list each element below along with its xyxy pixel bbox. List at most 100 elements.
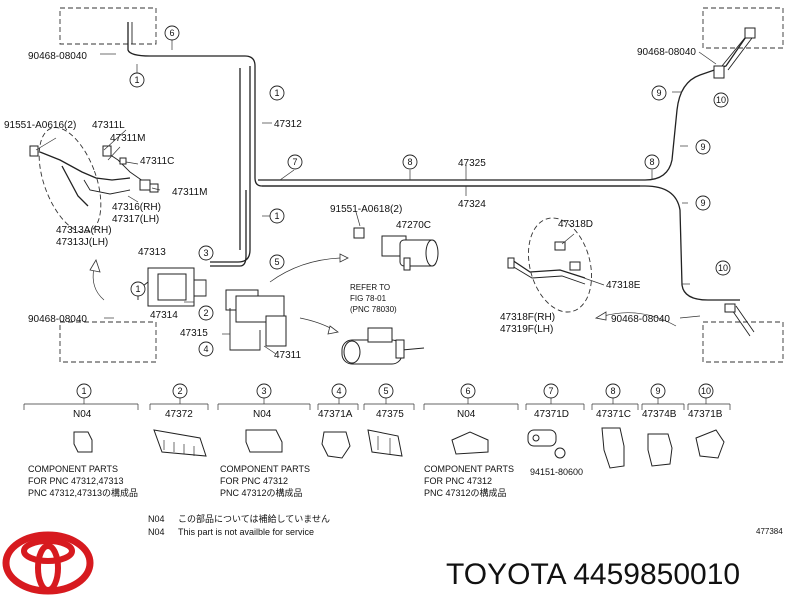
svg-text:N04: N04 <box>148 527 165 537</box>
callout-5: 5 <box>269 254 285 270</box>
svg-text:9: 9 <box>655 386 660 396</box>
svg-text:6: 6 <box>465 386 470 396</box>
svg-text:8: 8 <box>610 386 615 396</box>
legend-item-3: 3 N04 COMPONENT PARTS FOR PNC 47312 PNC … <box>220 383 310 498</box>
refer-pnc-label: (PNC 78030) <box>350 305 397 314</box>
callout-2: 2 <box>198 305 214 321</box>
legend-item-7: 7 47371D 94151-80600 <box>527 383 583 477</box>
legend-item-10: 10 47371B <box>688 383 725 459</box>
label-47311c: 47311C <box>140 156 174 167</box>
svg-text:N04: N04 <box>253 409 272 420</box>
legend-item-5: 5 47375 <box>367 383 404 457</box>
label-47315: 47315 <box>180 328 208 339</box>
svg-text:47375: 47375 <box>376 409 404 420</box>
right-fittings <box>713 27 756 337</box>
svg-text:47371A: 47371A <box>318 409 353 420</box>
callout-1: 1 <box>269 208 285 224</box>
label-90468-bottom-left: 90468-08040 <box>28 314 87 325</box>
svg-text:8: 8 <box>407 157 412 167</box>
svg-text:PNC 47312,47313の構成品: PNC 47312,47313の構成品 <box>28 487 138 498</box>
svg-text:PNC 47312の構成品: PNC 47312の構成品 <box>220 487 303 498</box>
bottom-left-detail-box <box>59 321 157 363</box>
svg-text:4: 4 <box>203 344 208 354</box>
callout-8: 8 <box>644 154 660 170</box>
label-90468-bottom-right: 90468-08040 <box>611 314 670 325</box>
label-90468-top-left: 90468-08040 <box>28 51 87 62</box>
flex-hose-47270c <box>353 227 439 271</box>
legend-item-4: 4 47371A <box>318 383 353 459</box>
legend-item-2: 2 47372 <box>153 383 207 457</box>
figure-number: 477384 <box>756 527 783 536</box>
svg-text:6: 6 <box>169 28 174 38</box>
svg-text:この部品については補給していません: この部品については補給していません <box>178 513 330 524</box>
svg-text:5: 5 <box>274 257 279 267</box>
svg-text:This part is not availble for: This part is not availble for service <box>178 527 314 537</box>
callout-3: 3 <box>198 245 214 261</box>
label-90468-top-right: 90468-08040 <box>637 47 696 58</box>
label-47318f: 47318F(RH) <box>500 312 555 323</box>
label-47325: 47325 <box>458 158 486 169</box>
legend-item-1: 1 N04 COMPONENT PARTS FOR PNC 47312,4731… <box>28 383 138 498</box>
svg-text:FOR PNC 47312: FOR PNC 47312 <box>220 476 288 486</box>
top-right-detail-box <box>702 7 784 49</box>
svg-text:2: 2 <box>177 386 182 396</box>
svg-text:4: 4 <box>336 386 341 396</box>
label-47311m-b: 47311M <box>172 187 207 198</box>
label-91551-a0618: 91551-A0618(2) <box>330 204 402 215</box>
svg-text:9: 9 <box>700 198 705 208</box>
svg-text:COMPONENT PARTS: COMPONENT PARTS <box>424 464 514 474</box>
callout-10: 10 <box>713 92 729 108</box>
label-47316: 47316(RH) <box>112 202 161 213</box>
svg-text:10: 10 <box>716 95 726 105</box>
svg-text:COMPONENT PARTS: COMPONENT PARTS <box>220 464 310 474</box>
callout-8: 8 <box>402 154 418 170</box>
svg-text:1: 1 <box>134 75 139 85</box>
svg-text:47371B: 47371B <box>688 409 723 420</box>
label-47318d: 47318D <box>558 219 593 230</box>
right-rear-tubes <box>507 217 592 313</box>
label-47313: 47313 <box>138 247 166 258</box>
label-47311l: 47311L <box>92 120 125 131</box>
callout-1: 1 <box>269 85 285 101</box>
top-left-detail-box <box>59 7 157 45</box>
label-47270c: 47270C <box>396 220 431 231</box>
label-47324: 47324 <box>458 199 486 210</box>
svg-text:10: 10 <box>701 386 711 396</box>
label-47311m-a: 47311M <box>110 133 145 144</box>
legend-item-9: 9 47374B <box>642 383 677 467</box>
label-47312: 47312 <box>274 119 302 130</box>
callout-1: 1 <box>130 281 146 297</box>
svg-text:9: 9 <box>700 142 705 152</box>
callout-9: 9 <box>695 195 711 211</box>
svg-text:N04: N04 <box>148 514 165 524</box>
brand-part-number: TOYOTA 4459850010 <box>446 558 740 591</box>
svg-text:94151-80600: 94151-80600 <box>530 467 583 477</box>
junction-assembly <box>137 267 287 351</box>
footnote: N04 この部品については補給していません N04 This part is n… <box>148 513 330 537</box>
svg-text:5: 5 <box>383 386 388 396</box>
svg-text:1: 1 <box>274 88 279 98</box>
leader-lines <box>35 40 717 355</box>
svg-text:7: 7 <box>292 157 297 167</box>
flow-arrows <box>89 253 677 335</box>
label-91551-a0616: 91551-A0616(2) <box>4 120 76 131</box>
svg-text:COMPONENT PARTS: COMPONENT PARTS <box>28 464 118 474</box>
svg-text:N04: N04 <box>457 409 476 420</box>
svg-text:N04: N04 <box>73 409 92 420</box>
callout-7: 7 <box>287 154 303 170</box>
svg-text:FOR PNC 47312: FOR PNC 47312 <box>424 476 492 486</box>
callout-6: 6 <box>164 25 180 41</box>
label-47314: 47314 <box>150 310 178 321</box>
component-legend: 1 N04 COMPONENT PARTS FOR PNC 47312,4731… <box>23 383 731 498</box>
label-47318e: 47318E <box>606 280 641 291</box>
label-47313j: 47313J(LH) <box>56 237 108 248</box>
toyota-logo <box>2 531 94 595</box>
callout-9: 9 <box>695 139 711 155</box>
label-47319f: 47319F(LH) <box>500 324 553 335</box>
brake-tube-47325 <box>258 33 749 301</box>
master-cylinder-reference <box>341 327 425 365</box>
svg-text:3: 3 <box>203 248 208 258</box>
svg-text:9: 9 <box>656 88 661 98</box>
refer-to-label: REFER TO <box>350 283 390 292</box>
